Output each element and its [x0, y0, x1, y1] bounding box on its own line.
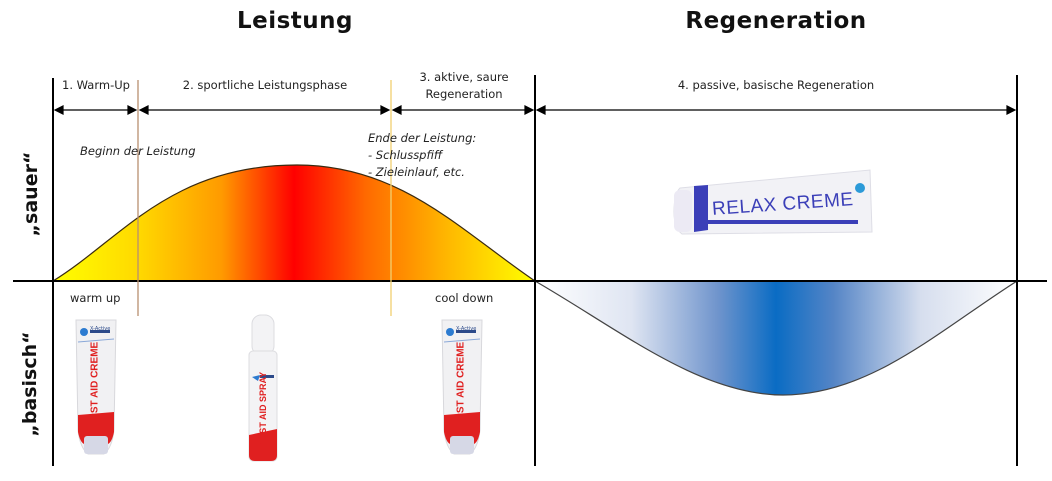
product-first-aid-creme-cooldown [441, 319, 483, 455]
y-label-sauer: „sauer“ [20, 151, 42, 237]
base-curve [532, 280, 1020, 396]
label-warm-up: warm up [70, 291, 121, 305]
phase-label-warm-up: 1. Warm-Up [62, 78, 130, 92]
product-label-spray: FIRST AID SPRAY [258, 371, 268, 449]
brand-label-creme-warmup: X-Active [90, 326, 111, 332]
annotation-end-item-1: - Schlusspfiff [368, 148, 443, 162]
annotation-end-leistung: Ende der Leistung: - Schlusspfiff - Ziel… [368, 130, 476, 181]
product-first-aid-creme-warmup [75, 319, 117, 455]
acid-curve [50, 164, 537, 282]
phase-label-leistungsphase: 2. sportliche Leistungsphase [182, 78, 348, 92]
product-first-aid-spray [248, 314, 278, 462]
phase-arrows [53, 105, 1017, 115]
label-cool-down: cool down [435, 291, 494, 305]
phase-label-aktive-regeneration: 3. aktive, saure Regeneration [395, 69, 533, 103]
annotation-end-item-2: - Zieleinlauf, etc. [368, 165, 465, 179]
annotation-end-title: Ende der Leistung: [368, 131, 477, 145]
title-leistung: Leistung [236, 8, 354, 34]
product-relax-creme [673, 169, 873, 235]
brand-label-creme-cooldown: X-Active [456, 326, 477, 332]
annotation-begin-leistung: Beginn der Leistung [80, 144, 196, 158]
title-regeneration: Regeneration [685, 8, 867, 34]
phase-label-aktive-line2: Regeneration [425, 87, 503, 101]
product-label-creme-warmup: FIRST AID CREME [89, 341, 101, 430]
product-label-creme-cooldown: FIRST AID CREME [455, 341, 467, 430]
phase-label-passive-regeneration: 4. passive, basische Regeneration [677, 78, 875, 92]
phase-label-aktive-line1: 3. aktive, saure [419, 70, 509, 84]
y-label-basisch: „basisch“ [19, 331, 41, 437]
